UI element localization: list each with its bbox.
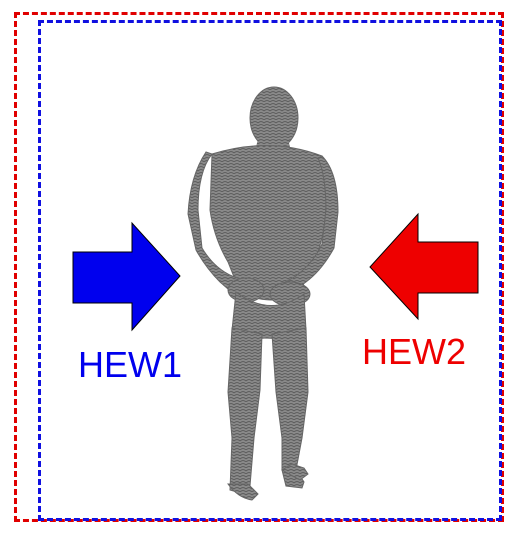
hew2-label: HEW2 (362, 334, 466, 370)
hew1-label: HEW1 (78, 347, 182, 383)
